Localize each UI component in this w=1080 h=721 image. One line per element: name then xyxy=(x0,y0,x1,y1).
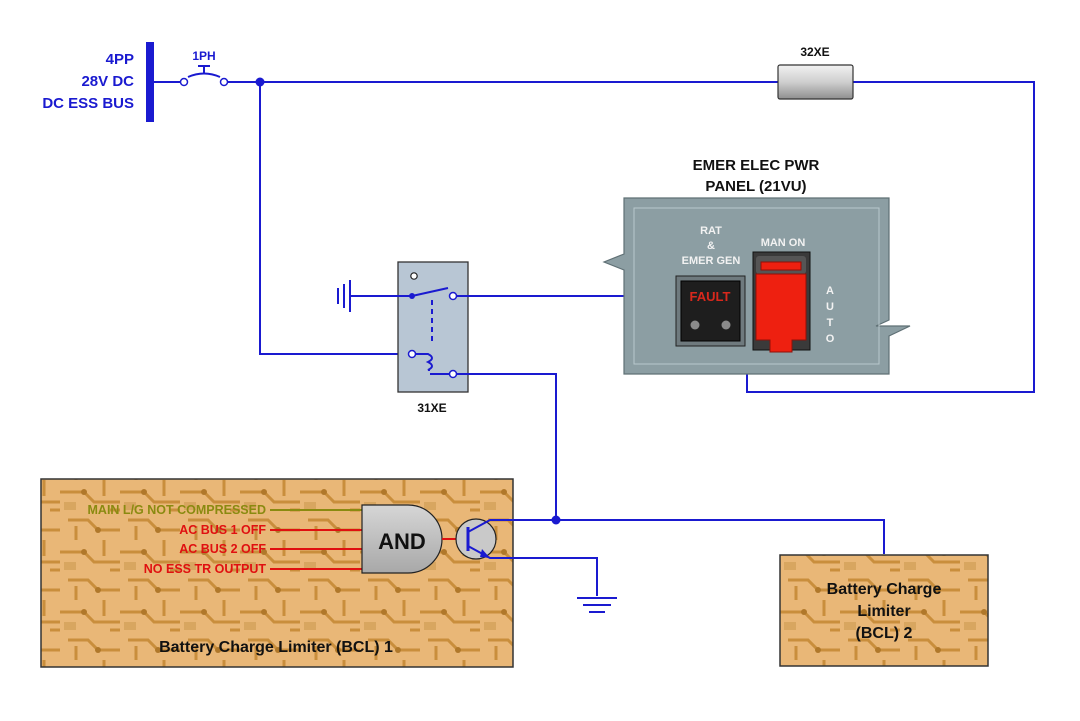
bcl1-title: Battery Charge Limiter (BCL) 1 xyxy=(159,639,393,656)
transistor xyxy=(455,518,598,596)
bus-label-line3: DC ESS BUS xyxy=(42,95,134,112)
emer-elec-pwr-panel: RAT & EMER GEN MAN ON FAULT A U T O xyxy=(602,197,911,375)
pb-label-line3: EMER GEN xyxy=(682,255,741,267)
bcl1-input-3: AC BUS 2 OFF xyxy=(179,542,266,556)
relay-31xe: 31XE xyxy=(350,261,680,520)
breaker-label: 1PH xyxy=(192,49,215,63)
pb-label-line2: & xyxy=(707,240,715,252)
bcl1-input-2: AC BUS 1 OFF xyxy=(179,523,266,537)
pb-label-line1: RAT xyxy=(700,225,722,237)
relay-label: 31XE xyxy=(417,401,446,415)
bcl1-input-1: MAIN L/G NOT COMPRESSED xyxy=(88,503,266,517)
and-gate xyxy=(361,504,443,574)
wire-junction-to-relay xyxy=(259,82,408,355)
and-gate-label: AND xyxy=(378,529,426,554)
fuse-32xe xyxy=(777,64,854,100)
bcl1-input-4: NO ESS TR OUTPUT xyxy=(144,562,267,576)
ground-symbol-relay xyxy=(337,280,351,312)
junction-dot-bottom xyxy=(551,515,561,525)
panel-title-line1: EMER ELEC PWR xyxy=(693,157,820,174)
ground-symbol-transistor xyxy=(577,597,617,613)
auto-letter-u: U xyxy=(826,301,834,313)
fault-light: FAULT xyxy=(690,289,731,304)
bus-label-line2: 28V DC xyxy=(81,73,134,90)
bus-label-line1: 4PP xyxy=(106,51,134,68)
auto-letter-a: A xyxy=(826,285,834,297)
bcl2-line1: Battery Charge xyxy=(827,581,942,598)
bcl2-line2: Limiter xyxy=(857,603,910,620)
circuit-breaker-1ph: 1PH xyxy=(154,49,229,87)
bcl-2-box: Battery Charge Limiter (BCL) 2 xyxy=(779,554,989,667)
bcl-1-box: MAIN L/G NOT COMPRESSED AC BUS 1 OFF AC … xyxy=(40,478,598,668)
fuse-label: 32XE xyxy=(800,45,829,59)
panel-title-line2: PANEL (21VU) xyxy=(705,178,806,195)
dc-ess-bus-bar xyxy=(146,42,154,122)
man-on-label: MAN ON xyxy=(761,237,806,249)
rat-emer-gen-pushbutton[interactable]: FAULT xyxy=(675,275,746,347)
auto-letter-t: T xyxy=(827,317,834,329)
bcl2-line3: (BCL) 2 xyxy=(856,625,913,642)
wire-to-bcl2 xyxy=(556,519,885,554)
man-on-guarded-switch[interactable] xyxy=(752,251,811,353)
auto-letter-o: O xyxy=(826,333,835,345)
